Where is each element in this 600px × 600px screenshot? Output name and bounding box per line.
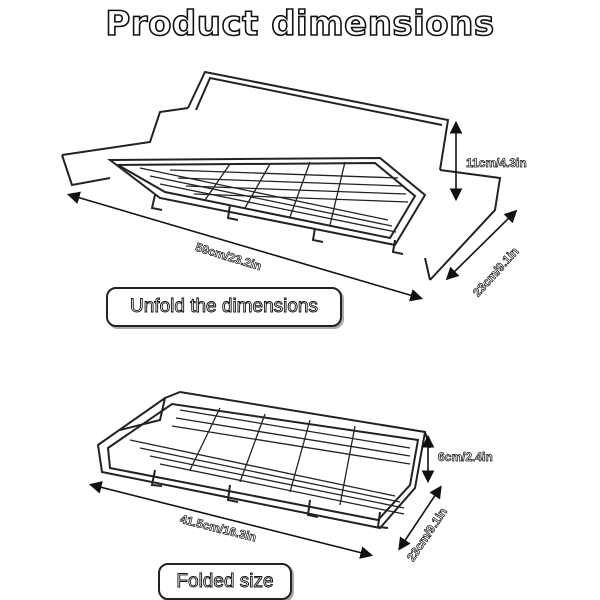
unfolded-depth-arrow [445, 209, 518, 281]
folded-depth-arrow [398, 485, 442, 551]
page-title: Product dimensions [105, 3, 495, 45]
unfolded-length-arrow [66, 191, 424, 302]
unfolded-height-label: 11cm/4.3in [466, 156, 527, 171]
unfolded-rack-drawing [61, 70, 502, 281]
unfold-caption: Unfold the dimensions [106, 287, 342, 327]
folded-caption: Folded size [158, 563, 292, 600]
folded-height-label: 6cm/2.4in [438, 450, 493, 465]
folded-rack-drawing [96, 390, 431, 530]
folded-length-arrow [88, 481, 374, 559]
